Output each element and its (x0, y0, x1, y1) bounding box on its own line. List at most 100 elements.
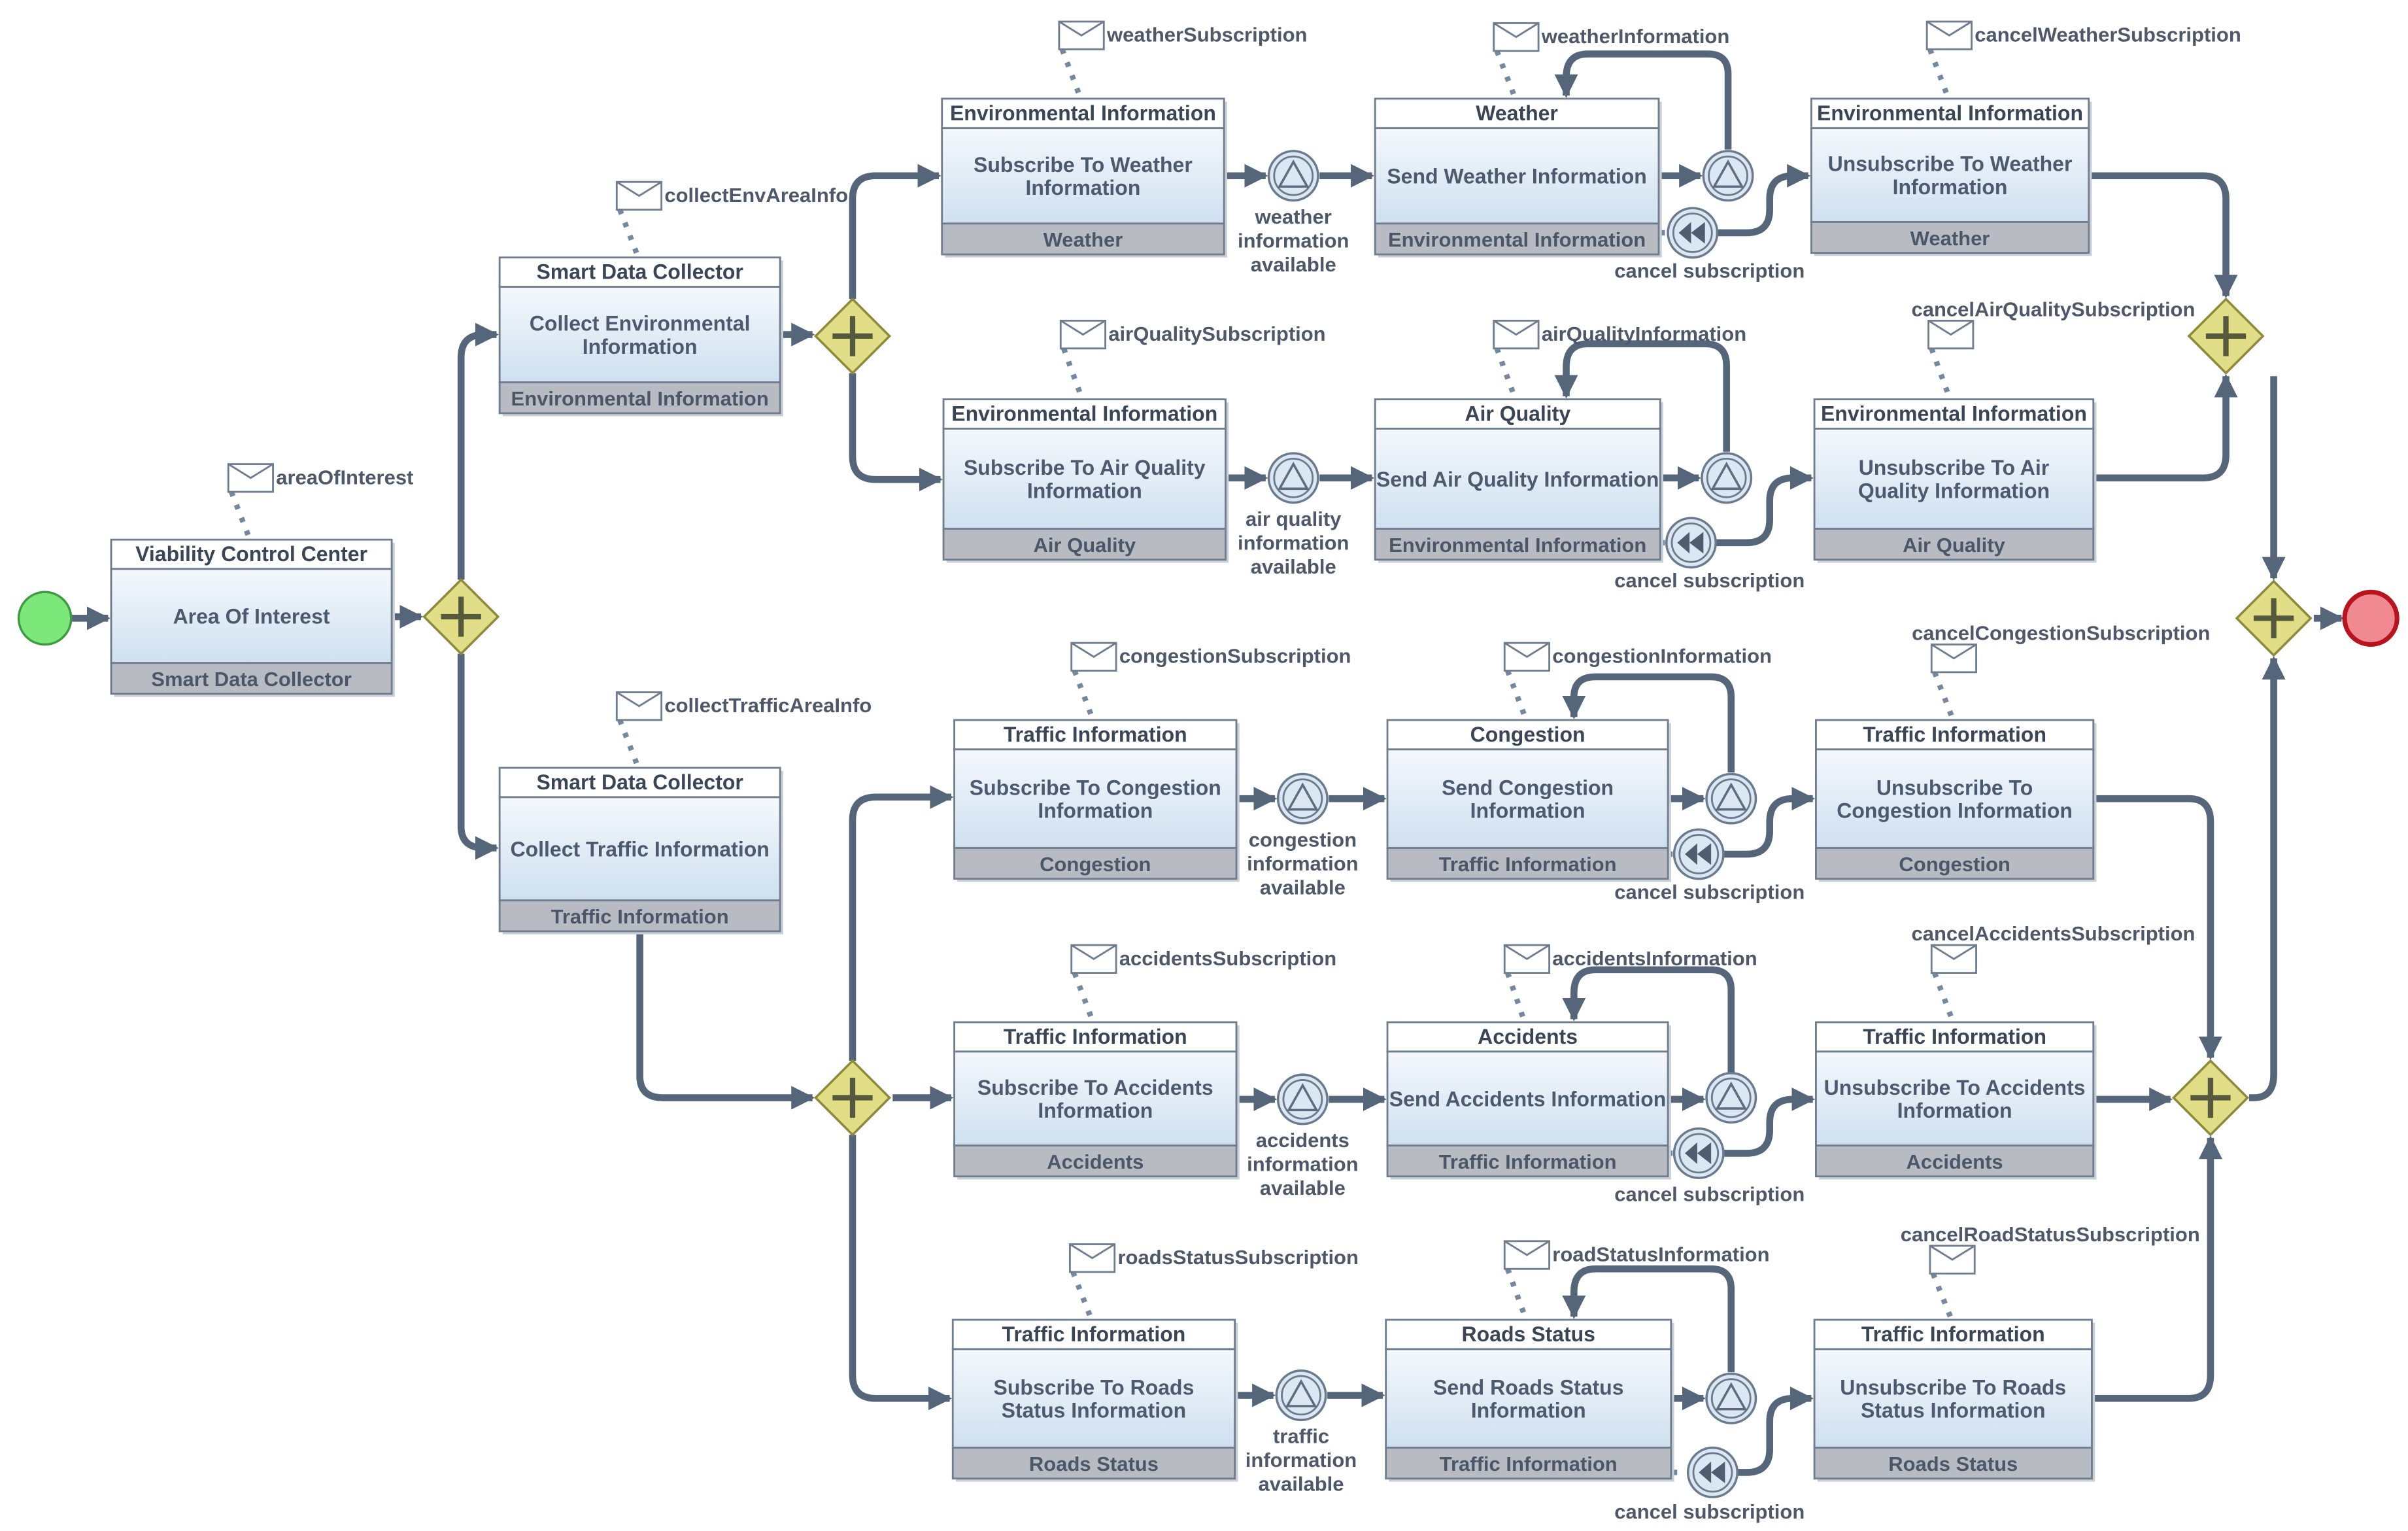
message-label: areaOfInterest (276, 466, 413, 489)
gw-split-env[interactable] (813, 297, 892, 375)
partner-participant-band (1815, 1144, 2095, 1178)
partner-participant-band (941, 222, 1225, 256)
message-label: congestionSubscription (1119, 645, 1351, 668)
partner-label: Environmental Information (1388, 228, 1646, 251)
event-inner-ring (1273, 155, 1314, 196)
message-association (617, 719, 641, 769)
signal-triangle-icon (1715, 782, 1748, 811)
participant-label: Environmental Information (951, 402, 1217, 426)
partner-label: Roads Status (1029, 1453, 1159, 1475)
task-name-label: Information (1038, 1099, 1153, 1122)
end-event[interactable] (2342, 589, 2400, 647)
event-outer-ring (1275, 1369, 1327, 1422)
message-m_ainfo: airQualityInformation (1493, 319, 1746, 401)
envelope-flap (1927, 320, 1974, 336)
participant-label: Accidents (1478, 1025, 1578, 1048)
sequence-flow (1562, 966, 1735, 1073)
gw-join-traffic[interactable] (2171, 1059, 2250, 1137)
message-m_csub: congestionSubscription (1070, 642, 1351, 721)
sequence-flow (1717, 163, 1811, 237)
envelope-flap (1071, 944, 1117, 961)
message-m_traffic: collectTrafficAreaInfo (615, 691, 872, 769)
event-outer-ring (1276, 772, 1329, 825)
partner-label: Traffic Information (1439, 853, 1617, 876)
message-label: cancelAccidentsSubscription (1912, 922, 2196, 945)
signal-triangle-icon (1715, 1081, 1748, 1110)
partner-participant-band (1813, 528, 2095, 561)
message-association (617, 209, 641, 259)
end-event-circle (2342, 589, 2400, 647)
partner-participant-band (110, 662, 393, 695)
signal-triangle-icon (1277, 462, 1310, 490)
event-outer-ring (1267, 150, 1319, 202)
cancel-label: cancel subscription (1614, 1500, 1805, 1523)
rewind-icon (1699, 1461, 1725, 1483)
message-m_xcancel: cancelAccidentsSubscription (1912, 922, 2196, 1024)
message-association (1494, 347, 1518, 401)
event-label: available (1260, 1177, 1346, 1199)
message-association (1061, 347, 1085, 401)
gw-split-1[interactable] (422, 577, 500, 656)
initiating-participant-band (1813, 398, 2095, 430)
sequence-flow (849, 163, 941, 300)
partner-participant-band (953, 1144, 1238, 1178)
task-name-label: Subscribe To Weather (974, 153, 1193, 177)
message-m_rcancel: cancelRoadStatusSubscription (1901, 1223, 2200, 1321)
participant-label: Traffic Information (1004, 723, 1187, 746)
partner-label: Smart Data Collector (151, 668, 352, 691)
start-event[interactable] (17, 591, 73, 646)
message-label: accidentsSubscription (1119, 947, 1336, 970)
cancel-event-0: cancel subscription (1614, 207, 1805, 282)
participant-label: Environmental Information (950, 101, 1216, 125)
gw-join-env[interactable] (2187, 297, 2265, 375)
sequence-flow (1554, 340, 1730, 452)
sequence-flow (1737, 1386, 1814, 1476)
message-association (1072, 972, 1096, 1024)
task-body (1386, 1050, 1669, 1147)
event-outer-ring (1701, 452, 1753, 504)
plus-icon (2205, 316, 2247, 356)
message-m_xinfo: accidentsInformation (1503, 944, 1757, 1024)
sequence-flow (1554, 50, 1732, 150)
event-outer-ring (1705, 1072, 1757, 1124)
partner-label: Environmental Information (511, 387, 769, 410)
gw-split-traffic[interactable] (813, 1059, 892, 1137)
participant-label: Traffic Information (1863, 723, 2046, 746)
message-m_env: collectEnvAreaInfo (615, 181, 848, 259)
task-name-label: Unsubscribe To (1876, 776, 2033, 799)
envelope-flap (1059, 20, 1105, 37)
participant-label: Smart Data Collector (536, 770, 743, 794)
signal-triangle-icon (1287, 782, 1319, 811)
initiating-participant-band (1386, 1021, 1669, 1053)
message-label: cancelCongestionSubscription (1912, 621, 2210, 644)
message-label: roadStatusInformation (1552, 1243, 1769, 1265)
event-label: accidents (1256, 1129, 1349, 1152)
sequence-flow (2093, 1135, 2222, 1402)
gw-join-final[interactable] (2235, 579, 2313, 657)
envelope-flap (1071, 642, 1117, 658)
task-body (498, 286, 781, 384)
message-association (1929, 347, 1953, 401)
task-name-label: Send Congestion (1442, 776, 1614, 799)
event-label: information (1247, 852, 1358, 875)
sequence-flow (1716, 466, 1814, 547)
